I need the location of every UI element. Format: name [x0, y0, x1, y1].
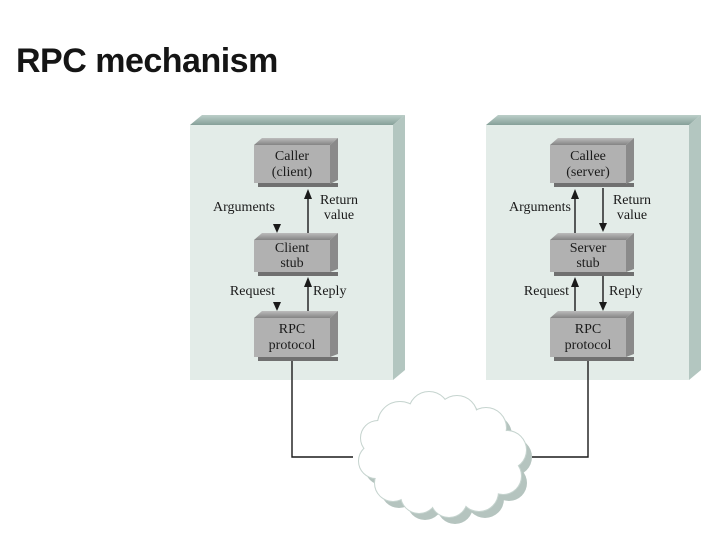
caller-line2: (client) [271, 165, 313, 180]
client-return-value-arrow [304, 189, 312, 233]
server-stub-line1: Server [569, 241, 607, 256]
client-arguments-label: Arguments [213, 200, 275, 215]
client-stub-line2: stub [280, 256, 304, 271]
server-rpc-box-label: RPC protocol [550, 322, 626, 354]
server-network-connector [532, 361, 589, 458]
server-reply-label: Reply [609, 284, 643, 299]
server-return-value-label: Return value [604, 193, 660, 223]
server-stub-box-label: Server stub [550, 241, 626, 271]
client-return-value-label: Return value [314, 193, 364, 223]
server-rpc-line1: RPC [574, 322, 602, 337]
client-return-line1: Return [319, 193, 359, 208]
server-rpc-protocol-box [550, 311, 634, 361]
client-network-connector [291, 361, 353, 458]
server-reply-arrow [599, 276, 607, 311]
client-rpc-protocol-box [254, 311, 338, 361]
server-request-arrow [571, 277, 579, 311]
client-reply-arrow [304, 277, 312, 311]
client-rpc-line1: RPC [278, 322, 306, 337]
server-stub-line2: stub [576, 256, 600, 271]
client-stub-box-label: Client stub [254, 241, 330, 271]
caller-line1: Caller [274, 149, 310, 164]
server-return-line1: Return [612, 193, 652, 208]
client-request-arrow [273, 302, 281, 311]
client-request-label: Request [229, 284, 275, 299]
caller-box-label: Caller (client) [254, 149, 330, 181]
client-reply-label: Reply [313, 284, 347, 299]
slide-title: RPC mechanism [16, 42, 278, 80]
client-arguments-arrow [273, 224, 281, 233]
client-rpc-line2: protocol [268, 338, 316, 353]
caller-box [254, 138, 338, 187]
callee-line1: Callee [570, 149, 606, 164]
server-stub-box [550, 233, 634, 276]
callee-line2: (server) [566, 165, 610, 180]
callee-box-label: Callee (server) [550, 149, 626, 181]
client-rpc-box-label: RPC protocol [254, 322, 330, 354]
server-arguments-arrow [571, 189, 579, 233]
server-return-value-arrow [599, 188, 607, 232]
server-arguments-label: Arguments [509, 200, 571, 215]
callee-box [550, 138, 634, 187]
client-stub-box [254, 233, 338, 276]
server-rpc-line2: protocol [564, 338, 612, 353]
server-request-label: Request [523, 284, 569, 299]
client-stub-line1: Client [274, 241, 310, 256]
server-return-line2: value [616, 208, 648, 223]
network-cloud-icon [358, 391, 532, 524]
client-return-line2: value [323, 208, 355, 223]
